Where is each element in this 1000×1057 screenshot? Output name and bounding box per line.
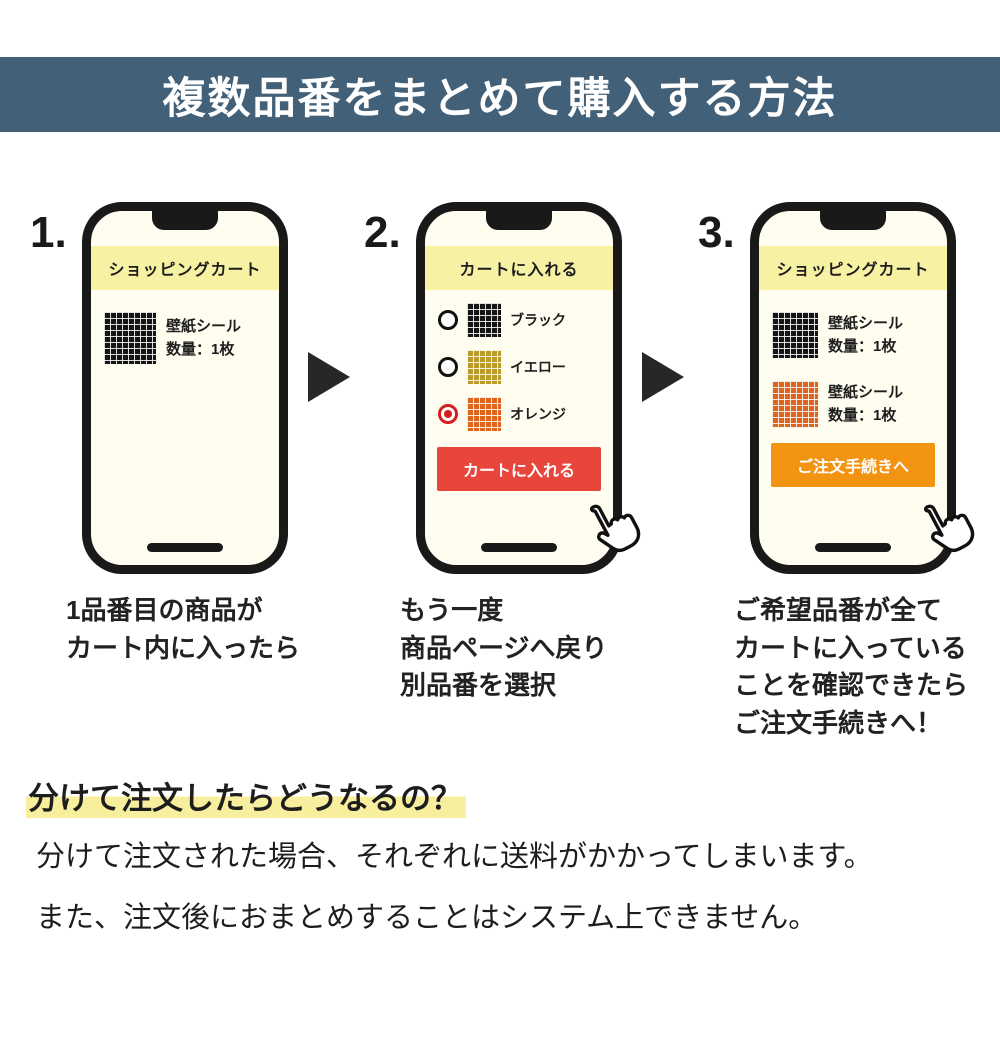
step-2-caption: もう一度 商品ページへ戻り 別品番を選択 bbox=[400, 592, 636, 705]
radio-unselected-icon[interactable] bbox=[438, 310, 458, 330]
phone-notch-icon bbox=[486, 211, 552, 230]
phone-home-indicator bbox=[147, 543, 223, 552]
product-name: 壁紙シール bbox=[828, 383, 904, 401]
step-1: 1. ショッピングカート 壁紙シール 数量：1枚 1品番目の商品が bbox=[30, 202, 302, 667]
phone-mockup-3: ショッピングカート 壁紙シール 数量：1枚 壁紙シール 数量：1枚 bbox=[750, 202, 975, 574]
yellow-grid-swatch bbox=[467, 350, 501, 384]
orange-grid-swatch bbox=[467, 397, 501, 431]
step-3-top: 3. ショッピングカート 壁紙シール 数量：1枚 壁紙シー bbox=[698, 202, 975, 574]
footer-line: 分けて注文された場合、それぞれに送料がかかってしまいます。 bbox=[36, 840, 873, 873]
caption-line: 商品ページへ戻り bbox=[400, 632, 608, 663]
step-3-caption: ご希望品番が全て カートに入っている ことを確認できたら ご注文手続きへ！ bbox=[734, 592, 970, 743]
phone-mockup-2: カートに入れる ブラック イエロー オレンジ bbox=[416, 202, 641, 574]
black-grid-swatch bbox=[772, 312, 818, 359]
caption-line: 別品番を選択 bbox=[400, 670, 557, 701]
radio-unselected-icon[interactable] bbox=[438, 357, 458, 377]
step-1-caption: 1品番目の商品が カート内に入ったら bbox=[66, 592, 302, 667]
footer-line: また、注文後におまとめすることはシステム上できません。 bbox=[36, 902, 818, 935]
step-2-top: 2. カートに入れる ブラック イエロー bbox=[364, 202, 641, 574]
radio-selected-icon[interactable] bbox=[438, 404, 458, 424]
caption-line: もう一度 bbox=[400, 595, 504, 625]
infographic-page: 複数品番をまとめて購入する方法 1. ショッピングカート 壁紙シール 数量：1枚 bbox=[0, 57, 1000, 941]
banner: 複数品番をまとめて購入する方法 bbox=[0, 57, 1000, 132]
product-quantity: 数量：1枚 bbox=[828, 338, 897, 356]
page-title: 複数品番をまとめて購入する方法 bbox=[162, 74, 838, 123]
cart-item-text: 壁紙シール 数量：1枚 bbox=[828, 312, 903, 359]
caption-line: カートに入っている bbox=[734, 632, 967, 663]
cart-header-1: ショッピングカート bbox=[91, 246, 279, 290]
cart-item-text: 壁紙シール 数量：1枚 bbox=[166, 315, 241, 362]
cart-item-text: 壁紙シール 数量：1枚 bbox=[828, 381, 903, 428]
arrow-right-icon bbox=[642, 352, 684, 402]
option-label: オレンジ bbox=[510, 406, 566, 422]
orange-grid-swatch bbox=[772, 380, 818, 427]
color-option-black[interactable]: ブラック bbox=[425, 303, 613, 337]
phone-home-indicator bbox=[481, 543, 557, 552]
footer-heading: 分けて注文したらどうなるの？ bbox=[26, 773, 466, 818]
steps-row: 1. ショッピングカート 壁紙シール 数量：1枚 1品番目の商品が bbox=[0, 202, 1000, 743]
caption-line: ことを確認できたら bbox=[734, 670, 969, 701]
black-grid-swatch bbox=[104, 312, 156, 364]
step-2: 2. カートに入れる ブラック イエロー bbox=[364, 202, 641, 705]
product-name: 壁紙シール bbox=[166, 317, 242, 335]
option-label: ブラック bbox=[510, 312, 566, 328]
add-to-cart-button[interactable]: カートに入れる bbox=[437, 447, 601, 491]
hand-cursor-icon bbox=[902, 484, 989, 571]
cart-item: 壁紙シール 数量：1枚 bbox=[759, 380, 947, 428]
hand-cursor-icon bbox=[568, 484, 655, 571]
black-grid-swatch bbox=[467, 303, 501, 337]
cart-item: 壁紙シール 数量：1枚 bbox=[759, 312, 947, 359]
product-quantity: 数量：1枚 bbox=[166, 341, 235, 358]
cart-item: 壁紙シール 数量：1枚 bbox=[91, 312, 279, 364]
option-label: イエロー bbox=[510, 359, 566, 375]
phone-notch-icon bbox=[820, 211, 886, 230]
phone-notch-icon bbox=[152, 211, 218, 230]
highlighted-heading: 分けて注文したらどうなるの？ bbox=[26, 780, 466, 818]
caption-line: ご注文手続きへ！ bbox=[734, 708, 943, 739]
step-1-top: 1. ショッピングカート 壁紙シール 数量：1枚 bbox=[30, 202, 302, 574]
caption-line: ご希望品番が全て bbox=[734, 595, 943, 625]
product-quantity: 数量：1枚 bbox=[828, 406, 897, 424]
footer-note: 分けて注文したらどうなるの？ 分けて注文された場合、それぞれに送料がかかってしま… bbox=[26, 773, 1000, 941]
product-name: 壁紙シール bbox=[828, 315, 904, 332]
checkout-button[interactable]: ご注文手続きへ bbox=[771, 443, 935, 487]
caption-line: カート内に入ったら bbox=[66, 632, 301, 663]
color-option-orange[interactable]: オレンジ bbox=[425, 397, 613, 431]
caption-line: 1品番目の商品が bbox=[66, 595, 263, 625]
step-2-number: 2. bbox=[364, 208, 401, 257]
phone-mockup-1: ショッピングカート 壁紙シール 数量：1枚 bbox=[82, 202, 288, 574]
phone-home-indicator bbox=[815, 543, 891, 552]
color-option-yellow[interactable]: イエロー bbox=[425, 350, 613, 384]
step-3-number: 3. bbox=[698, 208, 735, 257]
step-1-number: 1. bbox=[30, 208, 67, 257]
add-to-cart-header: カートに入れる bbox=[425, 246, 613, 290]
arrow-right-icon bbox=[308, 352, 350, 402]
cart-header-3: ショッピングカート bbox=[759, 246, 947, 290]
step-3: 3. ショッピングカート 壁紙シール 数量：1枚 壁紙シー bbox=[698, 202, 975, 743]
